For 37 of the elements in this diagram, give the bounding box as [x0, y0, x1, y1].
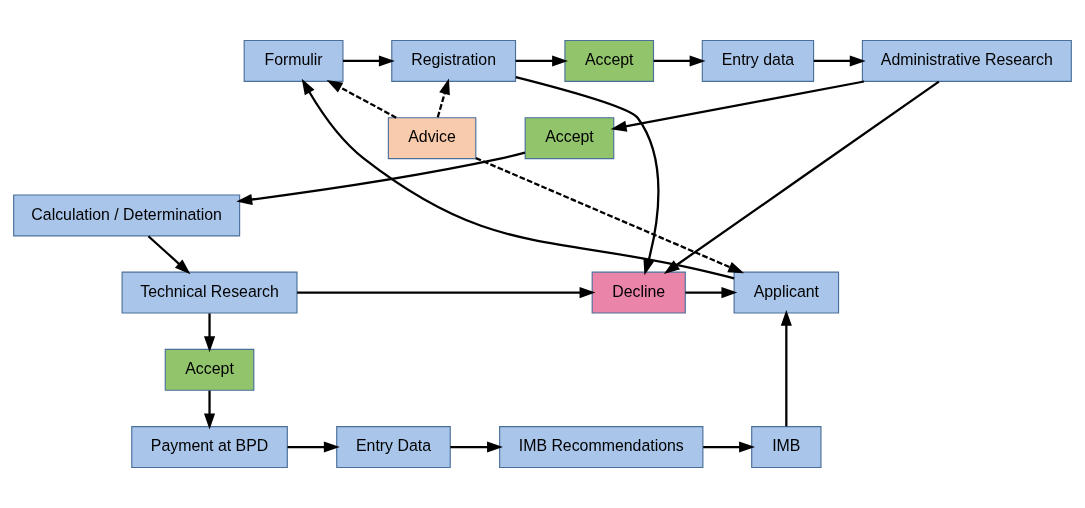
node-box: Entry data	[701, 39, 815, 82]
arrow	[780, 309, 792, 427]
node-box: Accept	[564, 39, 655, 82]
node-box: Advice	[387, 117, 477, 160]
arrow	[297, 287, 596, 299]
node-box: Administrative Research	[861, 39, 1072, 82]
arrow	[813, 55, 866, 67]
node-box: Calculation / Determination	[13, 194, 241, 237]
node-box: Accept	[164, 348, 255, 391]
arrow	[475, 157, 745, 274]
node-box: Technical Research	[121, 271, 298, 314]
node-box: IMB	[751, 426, 822, 469]
arrow	[663, 80, 940, 274]
arrow	[436, 78, 450, 118]
node-box: Formulir	[243, 39, 344, 82]
node-box: Applicant	[733, 271, 840, 314]
arrow	[326, 79, 397, 119]
arrow	[236, 151, 526, 206]
arrow	[703, 441, 756, 453]
node-box: IMB Recommendations	[499, 426, 704, 469]
arrow	[203, 313, 216, 353]
node-box: Registration	[391, 39, 517, 82]
arrow	[342, 55, 395, 67]
arrow	[610, 80, 865, 132]
node-box: Payment at BPD	[131, 426, 288, 469]
arrow	[653, 55, 706, 67]
arrow	[147, 235, 191, 275]
arrow	[203, 390, 216, 430]
node-box: Decline	[591, 271, 686, 314]
arrow	[685, 287, 738, 299]
arrow	[450, 441, 503, 453]
arrow	[515, 75, 660, 276]
node-box: Entry Data	[336, 426, 451, 469]
node-box: Accept	[524, 117, 615, 160]
arrow	[515, 55, 569, 67]
arrow	[301, 78, 735, 280]
arrow	[287, 441, 340, 453]
